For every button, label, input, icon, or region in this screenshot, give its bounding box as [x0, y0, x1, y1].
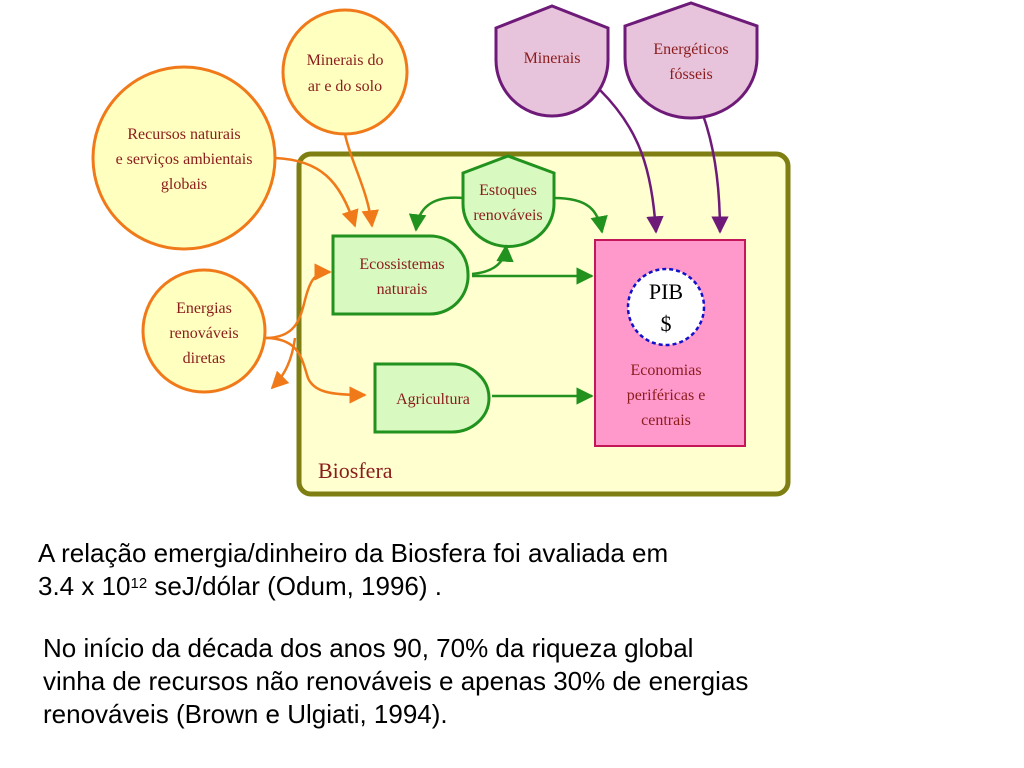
caption-emergy-ratio: A relação emergia/dinheiro da Biosfera f… — [38, 537, 998, 603]
caption2-line2: vinha de recursos não renováveis e apena… — [43, 666, 749, 696]
caption1-line2: 3.4 x 1012 seJ/dólar (Odum, 1996) . — [38, 571, 443, 601]
svg-text:PIB$: PIB$ — [649, 279, 683, 336]
orange-flows — [264, 133, 379, 404]
green-flows — [408, 196, 608, 405]
caption2-line1: No início da década dos anos 90, 70% da … — [43, 633, 694, 663]
caption-global-wealth: No início da década dos anos 90, 70% da … — [43, 632, 1023, 731]
biosfera-label: Biosfera — [318, 458, 393, 483]
svg-text:Minerais: Minerais — [524, 50, 581, 67]
node-agricultura: Agricultura — [373, 362, 491, 434]
caption1-line1: A relação emergia/dinheiro da Biosfera f… — [38, 538, 669, 568]
exponent: 12 — [130, 575, 148, 592]
pib-circle: PIB$ — [626, 267, 706, 347]
purple-flows — [599, 89, 729, 234]
source-minerais-tank: Minerais — [494, 4, 610, 118]
svg-text:Agricultura: Agricultura — [396, 391, 470, 408]
caption2-line3: renováveis (Brown e Ulgiati, 1994). — [43, 699, 448, 729]
